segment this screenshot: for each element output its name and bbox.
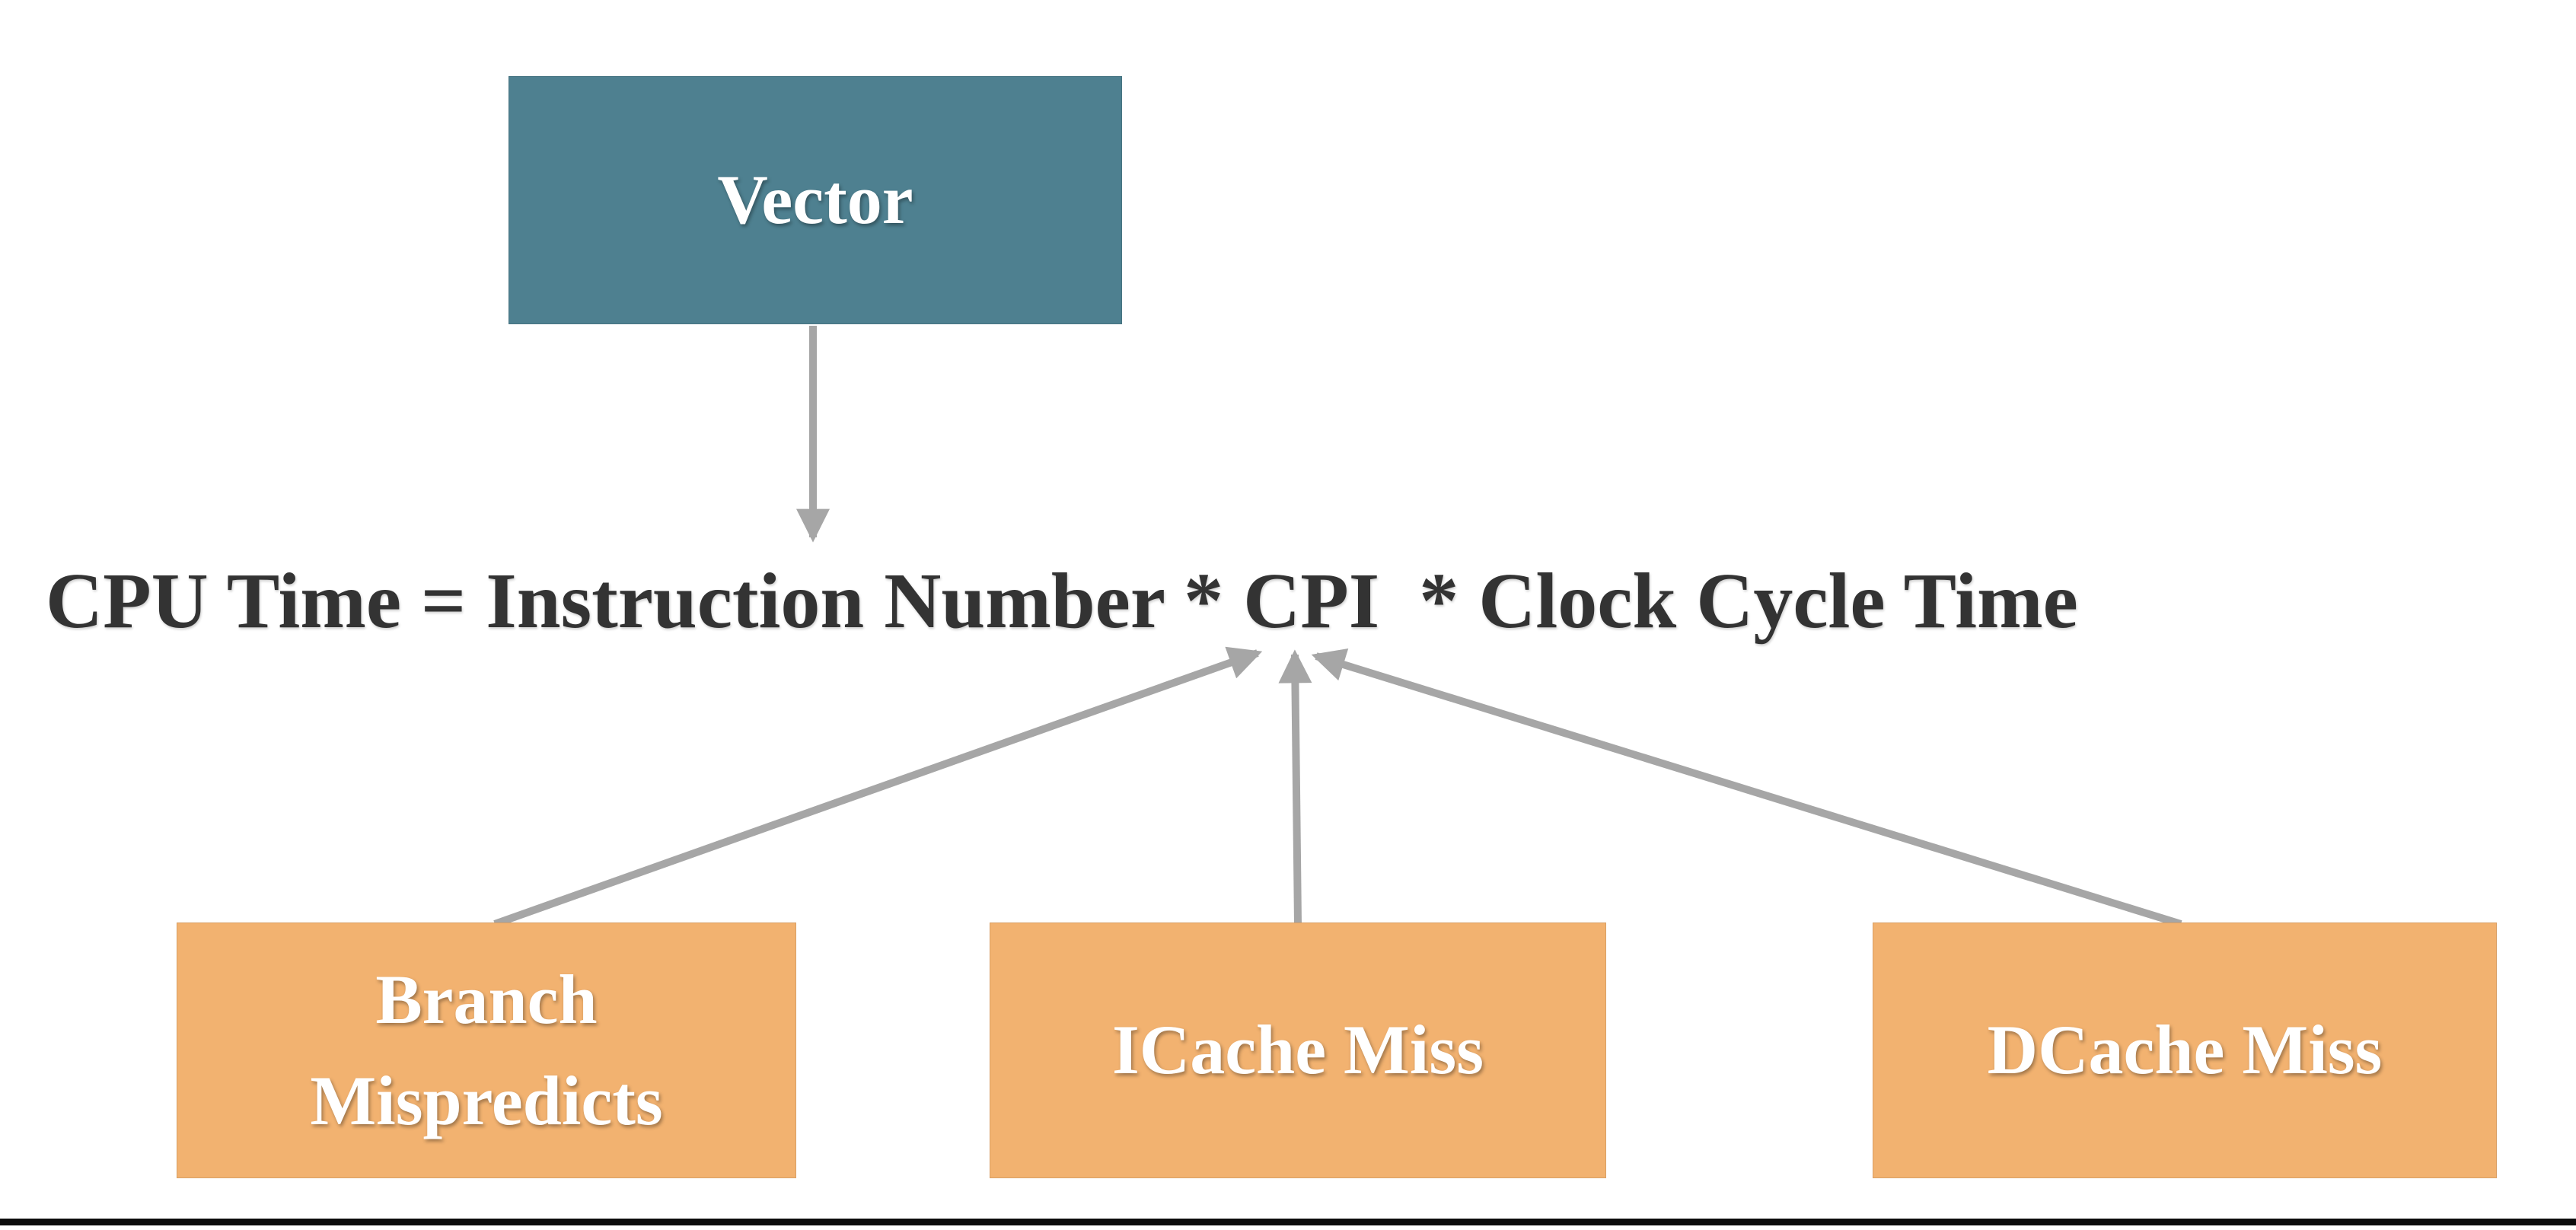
branch-mispredicts-label: Branch Mispredicts bbox=[310, 960, 663, 1139]
cpu-time-equation: CPU Time = Instruction Number * CPI * Cl… bbox=[46, 557, 2078, 645]
vector-box-label: Vector bbox=[717, 161, 913, 239]
branch-mispredicts-box: Branch Mispredicts bbox=[177, 922, 796, 1178]
icache-miss-box: ICache Miss bbox=[990, 922, 1606, 1178]
arrow-dcache-miss-to-cpi bbox=[1311, 648, 2182, 928]
icache-miss-label: ICache Miss bbox=[1111, 1011, 1484, 1089]
dcache-miss-label: DCache Miss bbox=[1987, 1011, 2383, 1089]
slide-bottom-rule bbox=[0, 1219, 2576, 1225]
arrow-branch-mispredicts-to-cpi bbox=[493, 646, 1263, 928]
dcache-miss-box: DCache Miss bbox=[1873, 922, 2497, 1178]
arrow-icache-miss-to-cpi bbox=[1278, 649, 1312, 925]
vector-box: Vector bbox=[509, 76, 1122, 324]
